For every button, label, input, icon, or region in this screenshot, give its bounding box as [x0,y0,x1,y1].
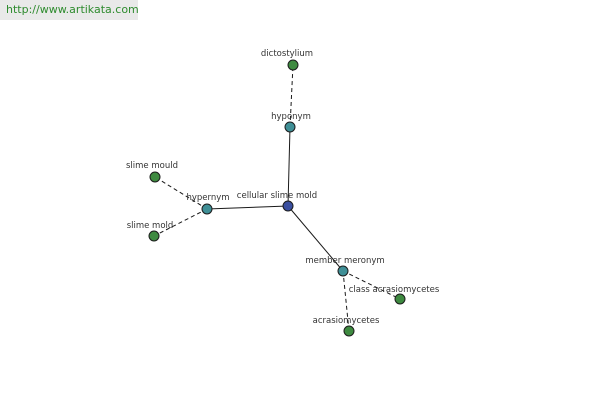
label-hypernym[interactable]: hypernym [186,193,229,203]
edge-meronym-class-acrasiomycetes [342,270,401,300]
label-acrasiomycetes[interactable]: acrasiomycetes [313,316,380,326]
node-acrasiomycetes[interactable] [343,325,355,337]
nodes [148,59,406,337]
label-dictostylium[interactable]: dictostylium [261,49,313,59]
edge-hypernym-slime-mould [154,176,208,210]
label-slime-mould[interactable]: slime mould [126,161,178,171]
node-hypernym[interactable] [201,203,213,215]
node-class-acrasiomycetes[interactable] [394,293,406,305]
edge-center-hypernym [206,205,289,210]
label-center[interactable]: cellular slime mold [237,191,317,201]
node-dictostylium[interactable] [287,59,299,71]
label-member-meronym[interactable]: member meronym [305,256,384,266]
labels: cellular slime mold hyponym hypernym mem… [126,49,440,326]
edge-hyponym-dictostylium [289,64,294,128]
edge-meronym-acrasiomycetes [342,270,350,332]
node-slime-mold[interactable] [148,230,160,242]
node-slime-mould[interactable] [149,171,161,183]
node-center[interactable] [282,200,294,212]
label-hyponym[interactable]: hyponym [271,112,311,122]
edges [153,64,401,332]
watermark-url: http://www.artikata.com [0,0,139,20]
label-class-acrasiomycetes[interactable]: class acrasiomycetes [349,285,440,295]
label-slime-mold[interactable]: slime mold [127,221,174,231]
edge-center-member-meronym [287,205,344,272]
edge-hypernym-slime-mold [153,208,208,237]
edge-center-hyponym [287,126,291,207]
node-hyponym[interactable] [284,121,296,133]
node-member-meronym[interactable] [337,265,349,277]
